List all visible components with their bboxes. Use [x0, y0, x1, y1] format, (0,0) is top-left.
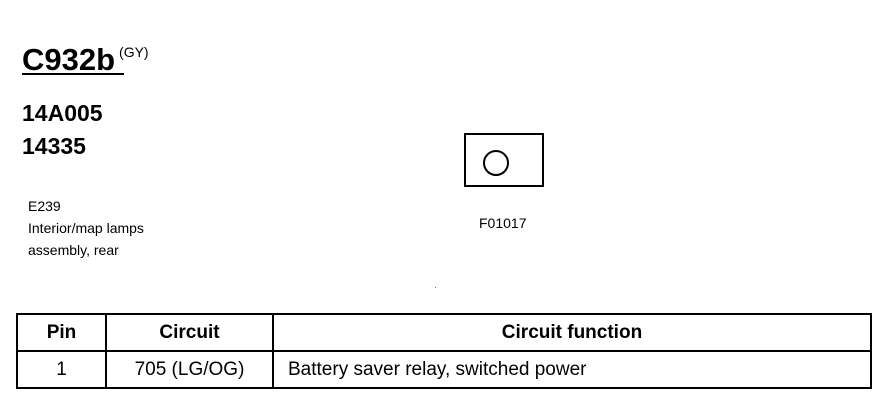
table-row: 1 705 (LG/OG) Battery saver relay, switc… [16, 350, 872, 389]
column-header-circuit: Circuit [105, 313, 274, 352]
component-code: E239 [28, 198, 61, 214]
part-number: 14335 [22, 133, 86, 159]
connector-color: (GY) [119, 44, 149, 60]
pin-cavity-icon [483, 150, 509, 176]
circuit-function-cell: Battery saver relay, switched power [272, 350, 872, 389]
connector-name: C932b [22, 42, 116, 77]
pin-cell: 1 [16, 350, 107, 389]
pin-table: Pin Circuit Circuit function 1 705 (LG/O… [16, 313, 872, 389]
title-underline [22, 73, 124, 75]
scan-dot [435, 287, 436, 288]
column-header-circuit-function: Circuit function [272, 313, 872, 352]
figure-code: F01017 [479, 215, 527, 231]
connector-face-diagram [464, 133, 544, 187]
table-header-row: Pin Circuit Circuit function [16, 313, 872, 352]
component-description: assembly, rear [28, 242, 119, 258]
connector-title: C932b(GY) [22, 34, 149, 78]
component-description: Interior/map lamps [28, 220, 144, 236]
circuit-cell: 705 (LG/OG) [105, 350, 274, 389]
part-number: 14A005 [22, 100, 103, 126]
column-header-pin: Pin [16, 313, 107, 352]
